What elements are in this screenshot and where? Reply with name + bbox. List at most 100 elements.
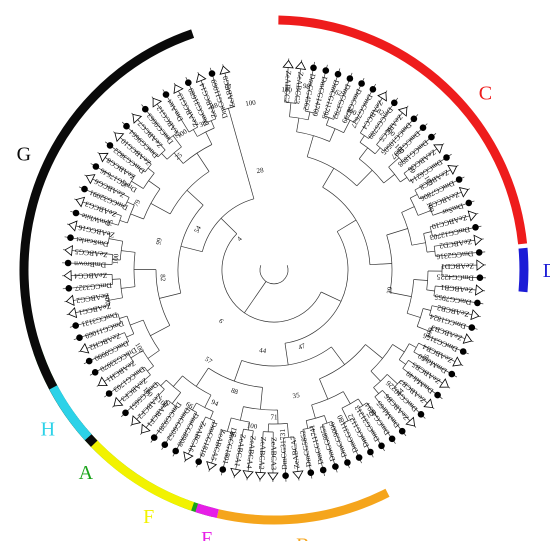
species-dot-marker <box>466 200 473 207</box>
species-dot-marker <box>443 154 450 161</box>
internal-branch <box>119 316 127 318</box>
clade-label-D: D <box>543 260 550 282</box>
clade-label-B: B <box>296 535 309 542</box>
internal-branch <box>343 392 350 404</box>
internal-branch <box>127 334 134 337</box>
internal-branch <box>228 108 254 199</box>
species-dot-marker <box>92 369 99 376</box>
clade-arc-E <box>197 508 218 514</box>
species-dot-marker <box>106 390 113 397</box>
internal-branch <box>387 229 408 236</box>
internal-branch <box>412 243 426 246</box>
internal-branch <box>404 171 407 173</box>
internal-branch <box>240 407 243 421</box>
species-dot-marker <box>344 459 351 466</box>
internal-branch <box>370 264 392 265</box>
species-triangle-marker <box>99 377 108 385</box>
internal-branch <box>187 129 189 132</box>
internal-arc <box>242 347 332 366</box>
bootstrap-value: 100 <box>245 98 257 107</box>
clade-arc-D <box>523 248 524 292</box>
internal-branch <box>403 368 406 370</box>
species-dot-marker <box>195 458 202 465</box>
internal-arc <box>285 232 348 344</box>
bootstrap-value: 100 <box>112 253 121 265</box>
leaf-label: DmBrown <box>74 259 107 269</box>
bootstrap-value: 94 <box>210 398 220 408</box>
internal-branch <box>234 360 241 381</box>
internal-branch <box>181 246 202 251</box>
species-triangle-marker <box>231 468 241 476</box>
species-dot-marker <box>172 448 179 455</box>
internal-branch <box>150 325 169 335</box>
species-dot-marker <box>370 86 377 93</box>
leaf-label: DmCG4225 <box>436 272 474 282</box>
internal-branch <box>162 153 168 159</box>
species-dot-marker <box>142 106 149 113</box>
internal-branch <box>321 292 341 301</box>
species-dot-marker <box>320 467 327 474</box>
species-dot-marker <box>456 176 463 183</box>
internal-branch <box>287 423 288 437</box>
internal-branch <box>121 287 135 289</box>
internal-branch <box>161 380 167 386</box>
internal-branch <box>324 416 327 424</box>
internal-branch <box>359 148 368 159</box>
internal-branch <box>120 220 128 223</box>
species-dot-marker <box>335 71 342 78</box>
species-triangle-marker <box>153 98 161 107</box>
species-triangle-marker <box>468 211 476 221</box>
internal-arc <box>178 205 203 293</box>
species-triangle-marker <box>293 471 303 479</box>
species-dot-marker <box>418 411 425 418</box>
bootstrap-value: 4 <box>235 235 244 243</box>
species-triangle-marker <box>283 61 293 68</box>
species-dot-marker <box>474 300 481 307</box>
species-dot-marker <box>323 67 330 74</box>
clade-arc-H <box>53 387 88 437</box>
species-dot-marker <box>428 134 435 141</box>
species-dot-marker <box>282 472 289 479</box>
internal-branch <box>357 170 372 186</box>
internal-branch <box>205 395 211 408</box>
internal-branch <box>427 290 435 291</box>
internal-branch <box>148 350 160 358</box>
internal-branch <box>402 207 415 213</box>
internal-branch <box>196 368 208 386</box>
species-triangle-marker <box>86 175 95 184</box>
species-dot-marker <box>122 410 129 417</box>
internal-branch <box>148 168 154 173</box>
bootstrap-value: 54 <box>193 224 204 234</box>
species-dot-marker <box>310 65 317 72</box>
species-dot-marker <box>378 443 385 450</box>
species-dot-marker <box>308 469 315 476</box>
species-dot-marker <box>107 142 114 149</box>
internal-branch <box>162 389 165 392</box>
clade-label-H: H <box>41 418 55 440</box>
internal-branch <box>323 168 334 187</box>
internal-branch <box>206 132 212 145</box>
internal-branch <box>409 344 416 348</box>
leaf-label: DmCG3327 <box>74 281 112 293</box>
species-dot-marker <box>347 75 354 82</box>
species-dot-marker <box>86 358 93 365</box>
leaf-label: ZeABCA2 <box>257 437 268 471</box>
internal-branch <box>330 129 336 142</box>
species-dot-marker <box>81 186 88 193</box>
species-dot-marker <box>163 91 170 98</box>
internal-branch <box>371 371 381 381</box>
internal-branch <box>173 376 182 387</box>
internal-branch <box>130 320 143 325</box>
internal-branch <box>360 130 362 133</box>
species-triangle-marker <box>268 473 278 480</box>
species-dot-marker <box>162 441 169 448</box>
species-dot-marker <box>93 163 100 170</box>
species-triangle-marker <box>220 66 230 74</box>
leaf-label: ZeABCD1 <box>441 261 474 271</box>
internal-branch <box>187 190 203 205</box>
internal-branch <box>407 313 420 317</box>
species-dot-marker <box>65 260 72 267</box>
species-dot-marker <box>76 334 83 341</box>
